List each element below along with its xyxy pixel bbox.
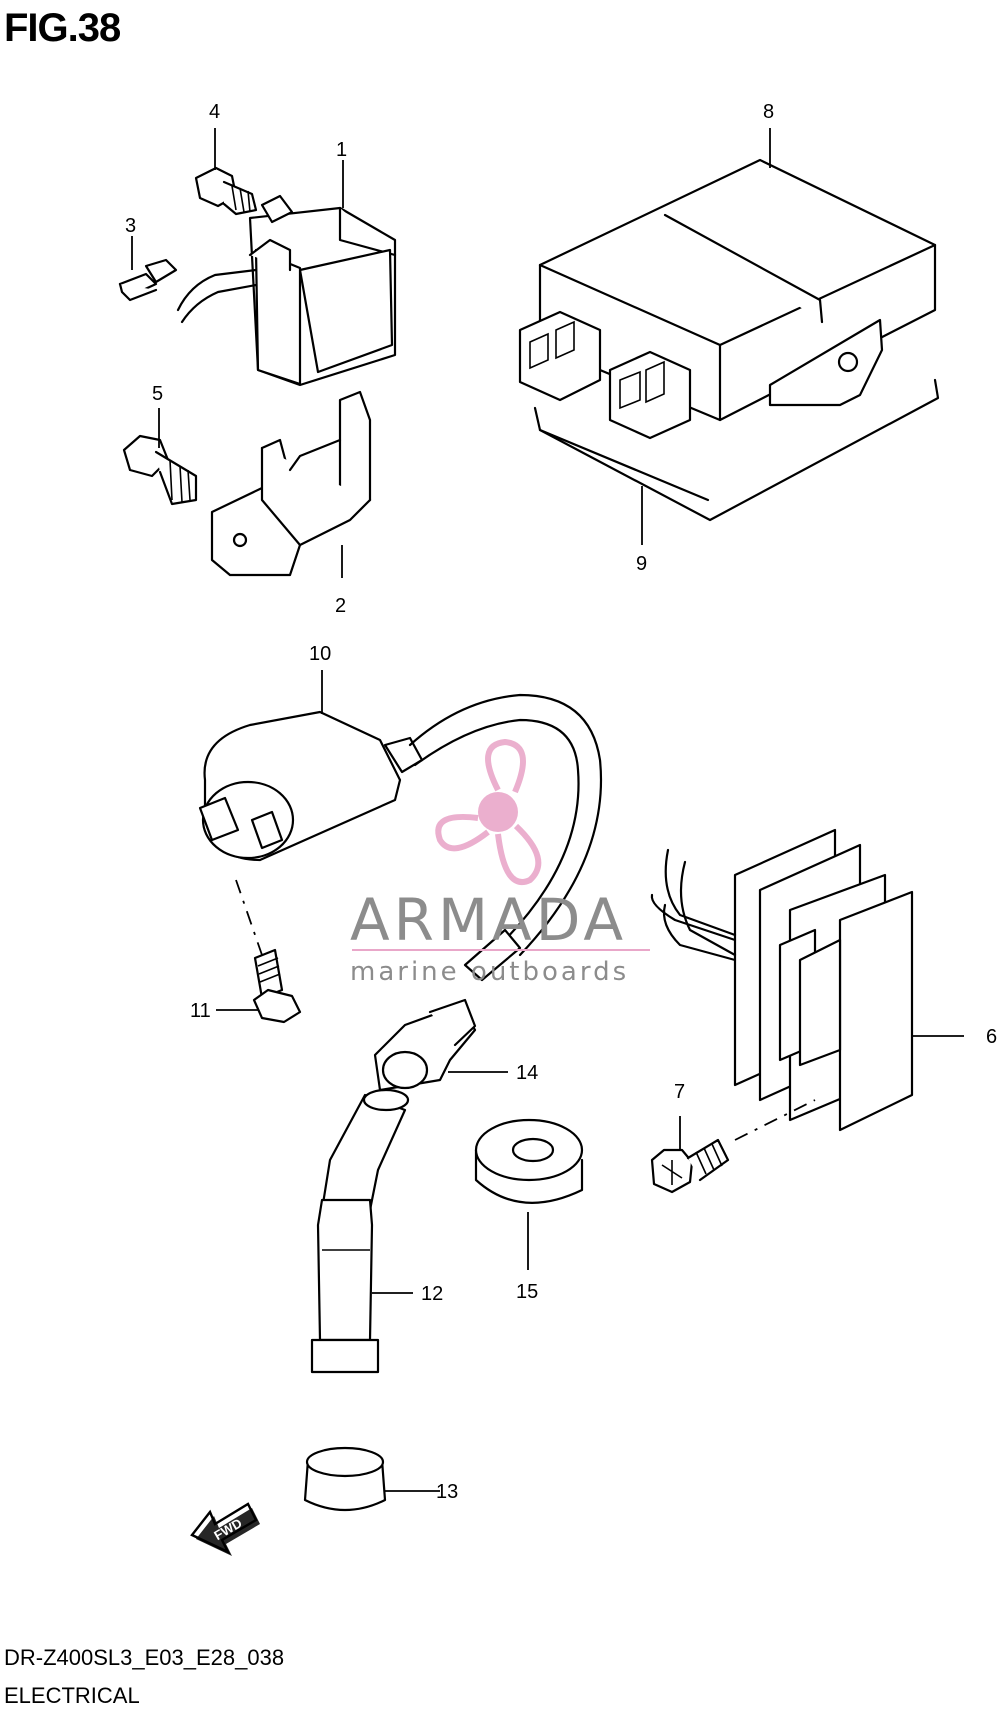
model-code: DR-Z400SL3_E03_E28_038: [4, 1645, 285, 1670]
callout-3: 3: [125, 215, 136, 237]
callout-15: 15: [516, 1281, 538, 1303]
callout-6: 6: [986, 1026, 997, 1048]
callout-9: 9: [636, 553, 647, 575]
callout-10: 10: [309, 643, 331, 665]
callout-11: 11: [190, 1000, 211, 1022]
part-11-install-line: [235, 879, 263, 956]
callout-13: 13: [436, 1481, 458, 1503]
watermark-tagline: marine outboards: [350, 957, 629, 987]
watermark-brand: ARMADA: [350, 886, 627, 954]
part-3-clip[interactable]: [118, 258, 178, 302]
part-12-plug-cap[interactable]: [310, 1088, 410, 1374]
part-13-cap[interactable]: [303, 1446, 387, 1512]
callout-12: 12: [421, 1283, 443, 1305]
part-6-regulator[interactable]: [650, 828, 914, 1132]
section-name: ELECTRICAL: [4, 1683, 140, 1708]
part-7-screw[interactable]: [650, 1138, 730, 1194]
callout-2: 2: [335, 595, 346, 617]
part-15-grommet[interactable]: [474, 1118, 584, 1204]
leader-lines: [131, 128, 964, 1492]
callout-4: 4: [209, 101, 220, 123]
figure-title: FIG.38: [4, 6, 121, 50]
part-5-bolt[interactable]: [122, 434, 198, 506]
callout-8: 8: [763, 101, 774, 123]
part-10-ignition-coil[interactable]: [198, 693, 602, 982]
watermark-logo: [435, 738, 542, 885]
fwd-direction-badge: FWD: [190, 1502, 260, 1556]
callout-7: 7: [674, 1081, 685, 1103]
callout-1: 1: [336, 139, 347, 161]
callout-14: 14: [516, 1062, 538, 1084]
part-1-relay[interactable]: [176, 194, 397, 387]
part-7-install-line: [734, 1099, 816, 1141]
part-11-bolt[interactable]: [252, 948, 302, 1024]
part-9-pad[interactable]: [533, 378, 940, 522]
part-2-bracket[interactable]: [210, 390, 372, 577]
part-14-cap[interactable]: [373, 998, 477, 1092]
callout-5: 5: [152, 383, 163, 405]
part-8-ecm[interactable]: [518, 158, 937, 440]
part-4-bolt[interactable]: [194, 166, 258, 216]
